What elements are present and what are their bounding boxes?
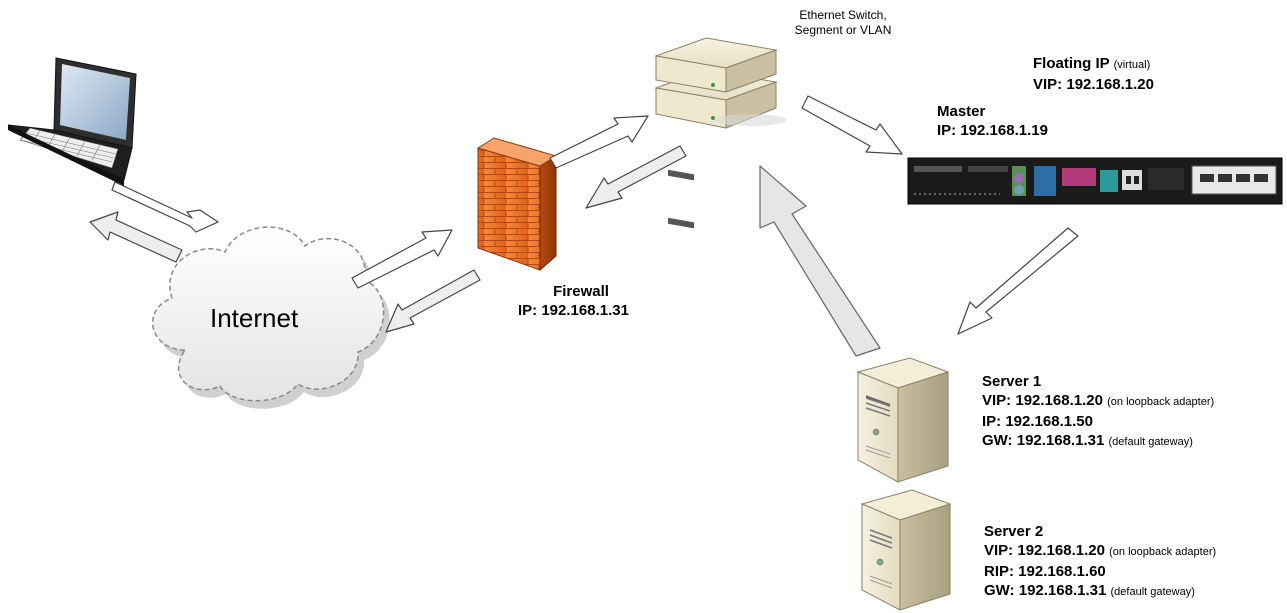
server2-vip-label: VIP:: [984, 542, 1014, 559]
server2-gw-note: (default gateway): [1110, 586, 1195, 598]
server2-gw-value: 192.168.1.31: [1018, 582, 1107, 599]
server-tower-icon: [856, 357, 950, 483]
floating-vip-line: VIP: 192.168.1.20: [1033, 75, 1154, 94]
server2-title: Server 2: [984, 523, 1044, 540]
floating-vip-value: 192.168.1.20: [1066, 76, 1154, 93]
server1-vip-line: VIP: 192.168.1.20 (on loopback adapter): [982, 391, 1214, 412]
server2-block: Server 2 VIP: 192.168.1.20 (on loopback …: [984, 522, 1216, 602]
server1-gw-label: GW:: [982, 432, 1013, 449]
server2-vip-note: (on loopback adapter): [1109, 546, 1217, 558]
master-ip-line: IP: 192.168.1.19: [937, 121, 1048, 140]
server2-vip-line: VIP: 192.168.1.20 (on loopback adapter): [984, 541, 1216, 562]
firewall-ip-line: IP: 192.168.1.31: [518, 301, 629, 320]
server1-vip-value: 192.168.1.20: [1015, 392, 1103, 409]
internet-label: Internet: [210, 303, 299, 333]
server1-ip-value: 192.168.1.50: [1005, 413, 1093, 430]
server-tower-icon: [860, 489, 952, 611]
arrow-firewall-to-internet: [385, 269, 481, 333]
server1-vip-note: (on loopback adapter): [1107, 396, 1215, 408]
firewall-ip-label: IP:: [518, 302, 538, 319]
server2-rip-label: RIP:: [984, 563, 1014, 580]
arrow-master-to-server1: [957, 227, 1079, 335]
server2-gw-line: GW: 192.168.1.31 (default gateway): [984, 581, 1216, 602]
laptop-icon: [7, 57, 137, 186]
firewall-title: Firewall: [553, 283, 609, 300]
switch-label-line1: Ethernet Switch,: [799, 8, 887, 22]
server1-gw-line: GW: 192.168.1.31 (default gateway): [982, 431, 1214, 452]
server2-vip-value: 192.168.1.20: [1017, 542, 1105, 559]
server1-title: Server 1: [982, 373, 1042, 390]
floating-ip-title-text: Floating IP: [1033, 55, 1110, 72]
switch-label-line2: Segment or VLAN: [794, 23, 892, 37]
switch-icon: [654, 37, 786, 229]
switch-label: Ethernet Switch, Segment or VLAN: [778, 8, 908, 38]
server2-rip-line: RIP: 192.168.1.60: [984, 562, 1216, 581]
arrow-switch-to-firewall: [585, 145, 687, 209]
master-ip-value: 192.168.1.19: [960, 122, 1048, 139]
firewall-ip-value: 192.168.1.31: [541, 302, 629, 319]
server1-gw-note: (default gateway): [1108, 436, 1193, 448]
server1-block: Server 1 VIP: 192.168.1.20 (on loopback …: [982, 372, 1214, 452]
master-block: Master IP: 192.168.1.19: [937, 102, 1048, 140]
floating-ip-block: Floating IP (virtual) VIP: 192.168.1.20: [1033, 54, 1154, 94]
server1-vip-label: VIP:: [982, 392, 1012, 409]
arrow-internet-to-laptop: [89, 211, 183, 263]
cloud-icon: [152, 226, 390, 409]
server1-ip-label: IP:: [982, 413, 1002, 430]
arrow-laptop-to-internet: [111, 181, 219, 233]
server1-gw-value: 192.168.1.31: [1016, 432, 1105, 449]
arrow-server1-to-switch: [759, 165, 881, 357]
floating-ip-note: (virtual): [1113, 59, 1151, 71]
server2-gw-label: GW:: [984, 582, 1015, 599]
floating-vip-label: VIP:: [1033, 76, 1063, 93]
floating-ip-title: Floating IP (virtual): [1033, 54, 1154, 75]
master-ip-label: IP:: [937, 122, 957, 139]
arrow-internet-to-firewall: [351, 229, 453, 289]
server2-rip-value: 192.168.1.60: [1018, 563, 1106, 580]
arrow-switch-to-master: [801, 95, 903, 155]
master-title: Master: [937, 103, 986, 120]
arrow-firewall-to-switch: [549, 115, 649, 169]
firewall-icon: [476, 137, 558, 272]
server1-ip-line: IP: 192.168.1.50: [982, 412, 1214, 431]
firewall-block: Firewall IP: 192.168.1.31: [518, 282, 629, 320]
load-balancer-icon: [907, 157, 1283, 205]
